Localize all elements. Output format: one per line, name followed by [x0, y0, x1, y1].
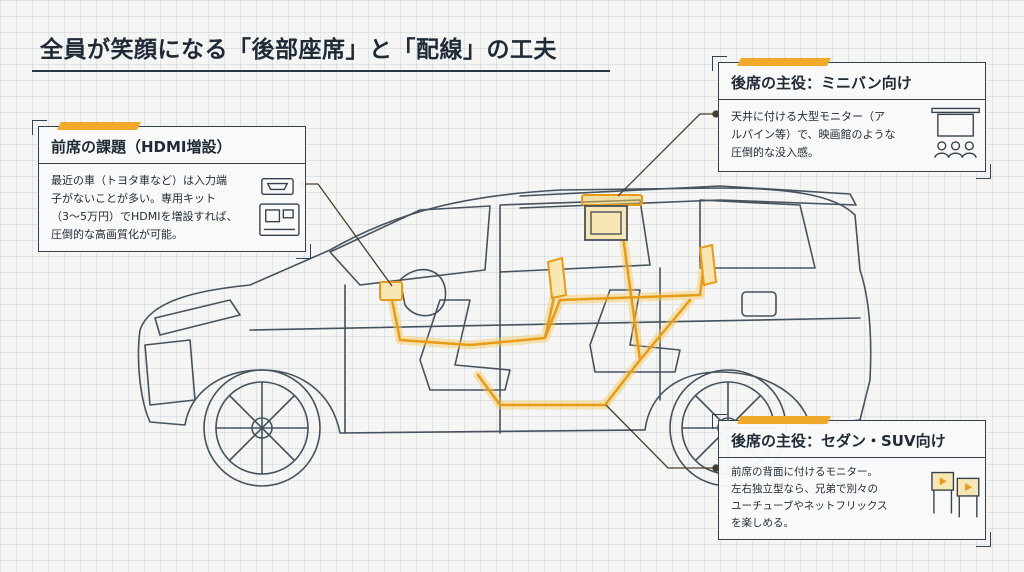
- front-wheel: [203, 369, 321, 487]
- headrest-monitor-left: [546, 256, 568, 300]
- rear-seat: [589, 289, 681, 373]
- headrest-monitor-right: [698, 243, 718, 287]
- headlight: [154, 299, 241, 336]
- front-seat-body: 最近の車（トヨタ車など）は入力端 子がないことが多い。専用キット （3〜5万円）…: [51, 174, 238, 241]
- wiring-core: [388, 213, 707, 407]
- page-title: 全員が笑顔になる「後部座席」と「配線」の工夫: [40, 37, 557, 63]
- accent-tab: [57, 122, 141, 130]
- title-underline: [32, 70, 610, 72]
- corner-bracket: [32, 120, 47, 135]
- corner-bracket: [712, 56, 727, 71]
- front-grille: [144, 339, 196, 406]
- accent-tab: [737, 58, 831, 66]
- front-seat-panel: 前席の課題（HDMI増設） 最近の車（トヨタ車など）は入力端 子がないことが多い…: [38, 122, 306, 252]
- ceiling-monitor: [581, 194, 643, 241]
- rear-window: [699, 199, 816, 269]
- sedan-body: 前席の背面に付けるモニター。 左右独立型なら、兄弟で別々の ユーチューブやネット…: [731, 466, 888, 529]
- theater-audience-icon: [931, 107, 980, 158]
- corner-bracket: [712, 414, 727, 429]
- steering-wheel: [399, 268, 447, 317]
- dual-monitor-icon: [931, 471, 980, 518]
- corner-bracket: [976, 532, 991, 547]
- leader-minivan: [617, 113, 716, 197]
- hdmi-kit-icon: [259, 178, 300, 237]
- belt-line: [249, 317, 861, 331]
- corner-bracket: [296, 244, 311, 259]
- minivan-panel: 後席の主役：ミニバン向け 天井に付ける大型モニター（ア ルパイン等）で、映画館の…: [718, 58, 986, 172]
- corner-bracket: [976, 164, 991, 179]
- minivan-heading: 後席の主役：ミニバン向け: [719, 63, 985, 100]
- minivan-body: 天井に付ける大型モニター（ア ルパイン等）で、映画館のような 圧倒的な没入感。: [731, 110, 896, 159]
- front-hdmi-unit: [379, 281, 403, 301]
- sedan-panel: 後席の主役：セダン・SUV向け 前席の背面に付けるモニター。 左右独立型なら、兄…: [718, 416, 986, 540]
- windshield: [329, 205, 491, 286]
- leader-sedan: [605, 404, 716, 469]
- fuel-cap: [741, 291, 777, 317]
- sedan-heading: 後席の主役：セダン・SUV向け: [719, 421, 985, 458]
- leader-front: [300, 183, 393, 287]
- roof-spoiler: [519, 185, 857, 209]
- front-wheel-spokes: [215, 381, 309, 475]
- accent-tab: [737, 416, 831, 424]
- front-seat-heading: 前席の課題（HDMI増設）: [39, 127, 305, 164]
